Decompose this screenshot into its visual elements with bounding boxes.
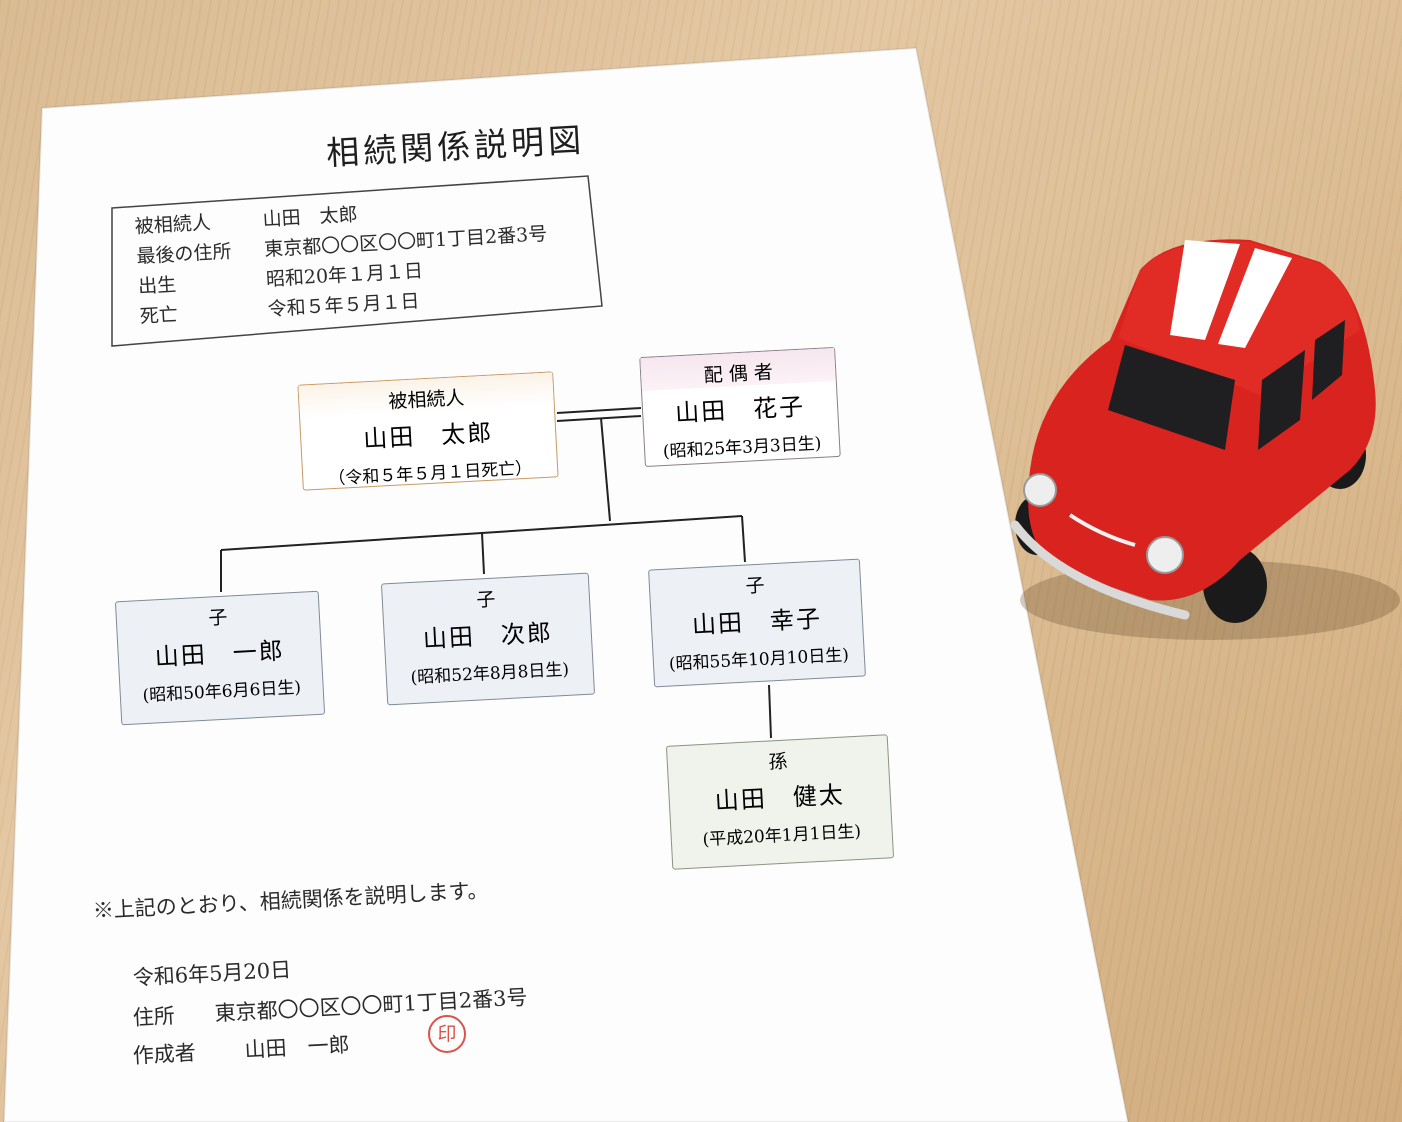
info-box [111, 175, 603, 347]
tree-lines [220, 407, 772, 739]
seal-stamp: 印 [428, 1015, 466, 1053]
